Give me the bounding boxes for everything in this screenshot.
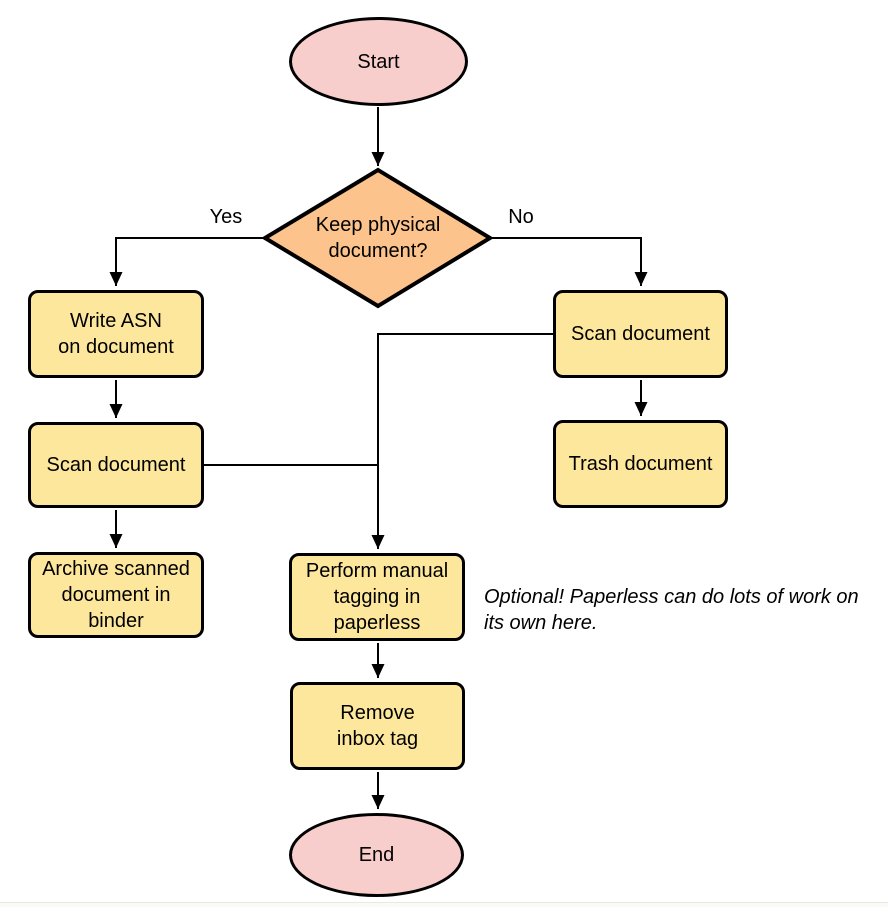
bottom-edge-strip: [0, 902, 888, 907]
start-node: Start: [289, 17, 468, 106]
edge-yes-to-write-asn: [109, 237, 264, 286]
decision-label: Keep physical document?: [258, 164, 498, 312]
write-asn-node: Write ASN on document: [28, 290, 204, 378]
archive-node: Archive scanned document in binder: [28, 552, 204, 638]
archive-line1: Archive scanned: [42, 558, 190, 580]
yes-branch-label: Yes: [209, 206, 243, 228]
write-asn-line2: on document: [58, 336, 174, 358]
write-asn-line1: Write ASN: [70, 310, 162, 332]
optional-note-line2: its own here.: [484, 612, 598, 634]
decision-label-line1: Keep physical: [315, 214, 441, 236]
optional-note: Optional! Paperless can do lots of work …: [484, 584, 884, 636]
perform-tagging-line2: tagging in: [333, 586, 421, 608]
scan-document-left-node: Scan document: [28, 422, 204, 508]
archive-line2: document in: [61, 584, 171, 606]
remove-inbox-line1: Remove: [340, 702, 415, 724]
archive-line3: binder: [88, 610, 144, 632]
optional-note-line1: Optional! Paperless can do lots of work …: [484, 586, 859, 608]
perform-tagging-line1: Perform manual: [305, 560, 449, 582]
decision-diamond-shape: [261, 167, 494, 309]
trash-document-node: Trash document: [553, 420, 728, 508]
perform-tagging-node: Perform manual tagging in paperless: [289, 553, 465, 641]
decision-label-line2: document?: [328, 240, 428, 262]
scan-document-right-node: Scan document: [553, 290, 728, 378]
remove-inbox-line2: inbox tag: [336, 728, 419, 750]
remove-inbox-tag-node: Remove inbox tag: [290, 682, 465, 770]
edge-no-to-scan-right: [492, 237, 648, 286]
edge-scan-right-to-perform-tagging: [371, 333, 553, 549]
end-node: End: [289, 813, 464, 897]
no-branch-label: No: [508, 206, 534, 228]
decision-node: Keep physical document?: [258, 164, 498, 312]
perform-tagging-line3: paperless: [333, 612, 421, 634]
